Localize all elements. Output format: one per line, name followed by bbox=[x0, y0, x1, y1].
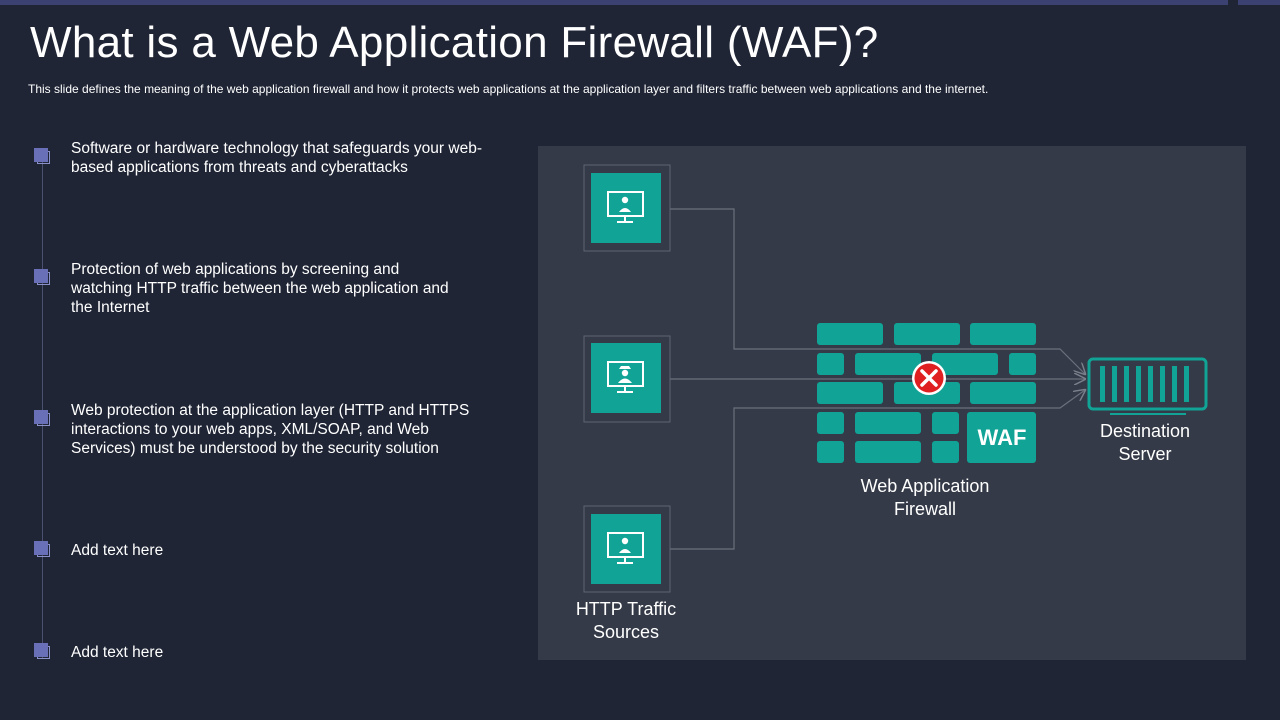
point-text-5: Add text here bbox=[71, 644, 164, 661]
destination-server-icon bbox=[1087, 357, 1208, 415]
point-text-4: Add text here bbox=[71, 542, 164, 559]
bullet-icon bbox=[34, 269, 50, 285]
page-subtitle: This slide defines the meaning of the we… bbox=[28, 82, 989, 96]
bullet-icon bbox=[34, 148, 50, 164]
source-monitor-icon-3 bbox=[583, 505, 671, 593]
traffic-connectors bbox=[670, 208, 1085, 550]
point-text-3: Web protection at the application layer … bbox=[71, 402, 470, 457]
point-text-2: Protection of web applications by screen… bbox=[71, 261, 449, 316]
source-monitor-icon-1 bbox=[583, 164, 671, 252]
firewall-brick-wall-icon bbox=[817, 323, 1036, 463]
bullet-icon bbox=[34, 410, 50, 426]
top-accent-bar bbox=[0, 0, 1228, 5]
timeline-line bbox=[42, 158, 43, 658]
page-title: What is a Web Application Firewall (WAF)… bbox=[30, 18, 879, 67]
destination-server-label: Destination Server bbox=[1099, 421, 1191, 464]
bullet-icon bbox=[34, 541, 50, 557]
point-text-1: Software or hardware technology that saf… bbox=[71, 140, 482, 176]
source-hacker-monitor-icon bbox=[583, 335, 671, 423]
http-traffic-sources-label: HTTP Traffic Sources bbox=[575, 599, 677, 642]
blocked-x-icon bbox=[912, 361, 946, 395]
waf-badge: WAF bbox=[978, 425, 1027, 450]
bullet-icon bbox=[34, 643, 50, 659]
web-application-firewall-label: Web Application Firewall bbox=[860, 476, 990, 519]
top-accent-bar-right bbox=[1238, 0, 1280, 5]
